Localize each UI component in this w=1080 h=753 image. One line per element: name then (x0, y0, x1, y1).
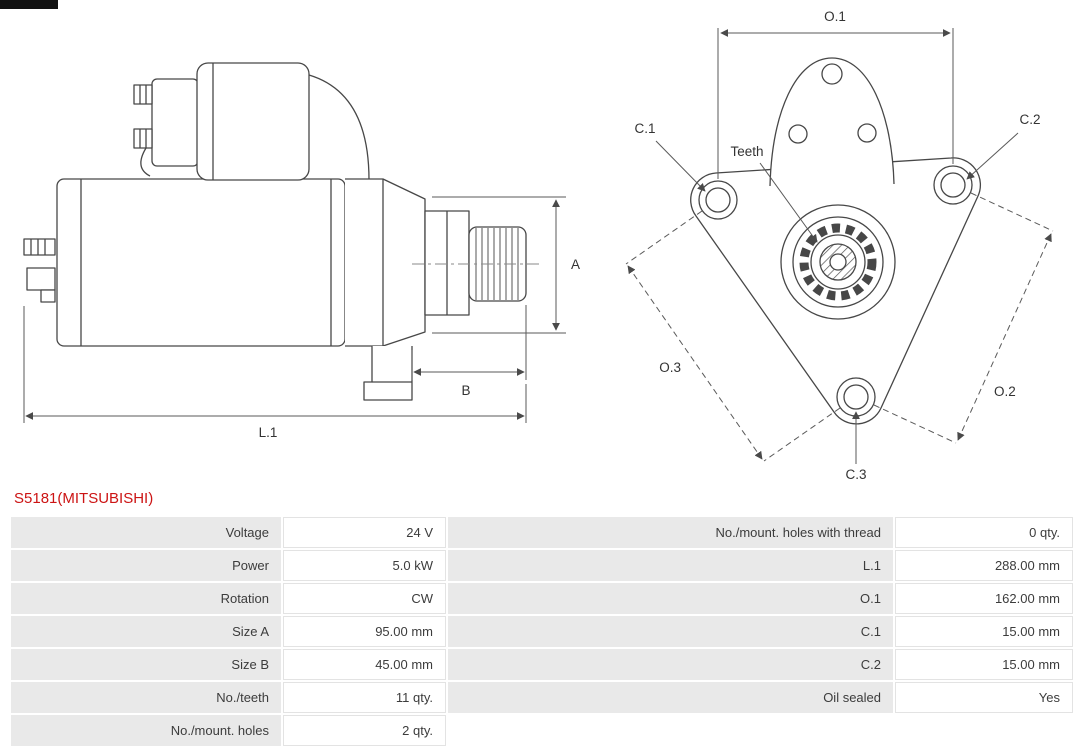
spec-row: No./teeth 11 qty. Oil sealed Yes (11, 682, 1073, 713)
bell-housing (769, 57, 895, 187)
pinion-shaft (412, 210, 542, 316)
spec-label-cell: Power (11, 550, 281, 581)
dim-o2-label: O.2 (994, 384, 1016, 399)
spec-label-cell: C.2 (448, 649, 893, 680)
spec-value-cell: Yes (895, 682, 1073, 713)
spec-label-cell: No./mount. holes (11, 715, 281, 746)
spec-value-cell: 0 qty. (895, 517, 1073, 548)
spec-value-cell: 15.00 mm (895, 616, 1073, 647)
dim-l1-label: L.1 (259, 425, 278, 440)
dim-b-label: B (461, 383, 470, 398)
spec-label-cell: O.1 (448, 583, 893, 614)
dim-c2-label: C.2 (1019, 112, 1040, 127)
spec-value-cell: 2 qty. (283, 715, 446, 746)
spec-row: Rotation CW O.1 162.00 mm (11, 583, 1073, 614)
dim-a-label: A (571, 257, 580, 272)
spec-row: No./mount. holes 2 qty. (11, 715, 1073, 746)
spec-label-cell: Size B (11, 649, 281, 680)
terminal-studs-icon (23, 238, 56, 303)
starter-motor-diagram: A B L.1 (23, 9, 1054, 482)
spec-table: Voltage 24 V No./mount. holes with threa… (9, 515, 1075, 748)
spec-empty-cell (895, 715, 1073, 746)
mount-hole-c1 (698, 180, 738, 220)
spec-label-cell: L.1 (448, 550, 893, 581)
spec-value-cell: 15.00 mm (895, 649, 1073, 680)
spec-row: Size A 95.00 mm C.1 15.00 mm (11, 616, 1073, 647)
dim-o1-label: O.1 (824, 9, 846, 24)
spec-label-cell: Size A (11, 616, 281, 647)
spec-value-cell: 11 qty. (283, 682, 446, 713)
spec-empty-cell (448, 715, 893, 746)
side-view-dimensions: A B L.1 (23, 196, 580, 440)
cowl (308, 74, 370, 181)
spec-label-cell: No./teeth (11, 682, 281, 713)
brand-mark (0, 0, 58, 9)
side-view (23, 62, 542, 401)
spec-row: Size B 45.00 mm C.2 15.00 mm (11, 649, 1073, 680)
drive-housing (345, 178, 426, 401)
spec-label-cell: No./mount. holes with thread (448, 517, 893, 548)
spec-label-cell: Rotation (11, 583, 281, 614)
spec-value-cell: 24 V (283, 517, 446, 548)
pinion-front (780, 204, 896, 320)
motor-body (56, 178, 346, 347)
dim-o3-label: O.3 (659, 360, 681, 375)
spec-label-cell: C.1 (448, 616, 893, 647)
spec-value-cell: 162.00 mm (895, 583, 1073, 614)
spec-value-cell: 95.00 mm (283, 616, 446, 647)
part-number: S5181(MITSUBISHI) (14, 490, 154, 507)
spec-row: Voltage 24 V No./mount. holes with threa… (11, 517, 1073, 548)
mount-hole-c2 (933, 165, 973, 205)
solenoid (133, 62, 310, 181)
spec-label-cell: Voltage (11, 517, 281, 548)
spec-value-cell: 288.00 mm (895, 550, 1073, 581)
front-view (690, 57, 981, 425)
dim-c1-label: C.1 (634, 121, 655, 136)
spec-label-cell: Oil sealed (448, 682, 893, 713)
mount-hole-c3 (836, 377, 876, 417)
spec-value-cell: CW (283, 583, 446, 614)
dim-c3-label: C.3 (845, 467, 866, 482)
teeth-label: Teeth (730, 144, 763, 159)
front-view-dimensions: O.1 C.1 C.2 C.3 Teeth O.3 O.2 (625, 9, 1054, 482)
spec-value-cell: 45.00 mm (283, 649, 446, 680)
spec-row: Power 5.0 kW L.1 288.00 mm (11, 550, 1073, 581)
spec-value-cell: 5.0 kW (283, 550, 446, 581)
